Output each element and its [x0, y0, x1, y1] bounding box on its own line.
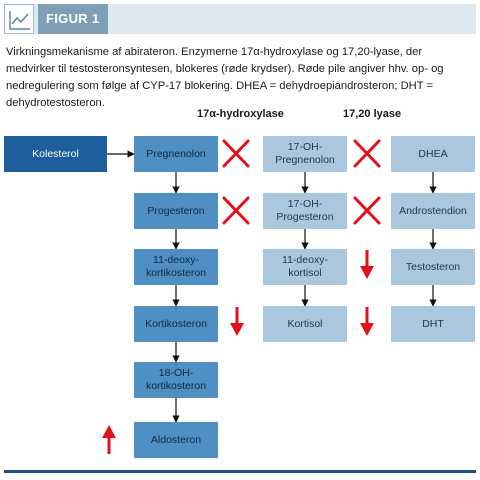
figure-header: FIGUR 1: [4, 4, 476, 34]
downregulation-arrow-deoxykortisol: [360, 250, 374, 279]
bottom-rule: [4, 470, 476, 473]
node-kolesterol: Kolesterol: [4, 136, 107, 172]
block-cross-progesteron: [222, 196, 250, 225]
upregulation-arrow-aldosteron: [102, 425, 116, 454]
node-oh-pregnenolon: 17-OH- Pregnenolon: [263, 136, 347, 172]
figure-label: FIGUR 1: [38, 4, 108, 34]
node-testosteron: Testosteron: [391, 249, 475, 285]
block-cross-oh-pregnenolon: [353, 139, 381, 168]
figure-caption: Virkningsmekanisme af abirateron. Enzyme…: [6, 46, 444, 109]
node-androstendion: Androstendion: [391, 193, 475, 229]
node-oh-progesteron: 17-OH- Progesteron: [263, 193, 347, 229]
block-cross-oh-progesteron: [353, 196, 381, 225]
node-oh-kortikosteron: 18-OH- kortikosteron: [134, 362, 218, 398]
downregulation-arrow-kortisol: [360, 307, 374, 336]
node-dhea: DHEA: [391, 136, 475, 172]
node-pregnenolon: Pregnenolon: [134, 136, 218, 172]
node-deoxykortikosteron: 11-deoxy- kortikosteron: [134, 249, 218, 285]
node-dht: DHT: [391, 306, 475, 342]
node-aldosteron: Aldosteron: [134, 422, 218, 458]
column-header-hydroxylase: 17α-hydroxylase: [197, 108, 284, 120]
node-kortikosteron: Kortikosteron: [134, 306, 218, 342]
downregulation-arrow-kortikosteron: [230, 307, 244, 336]
column-header-lyase: 17,20 lyase: [343, 108, 402, 120]
line-chart-icon: [4, 4, 34, 34]
node-progesteron: Progesteron: [134, 193, 218, 229]
node-kortisol: Kortisol: [263, 306, 347, 342]
block-cross-pregnenolon: [222, 139, 250, 168]
node-deoxykortisol: 11-deoxy- kortisol: [263, 249, 347, 285]
